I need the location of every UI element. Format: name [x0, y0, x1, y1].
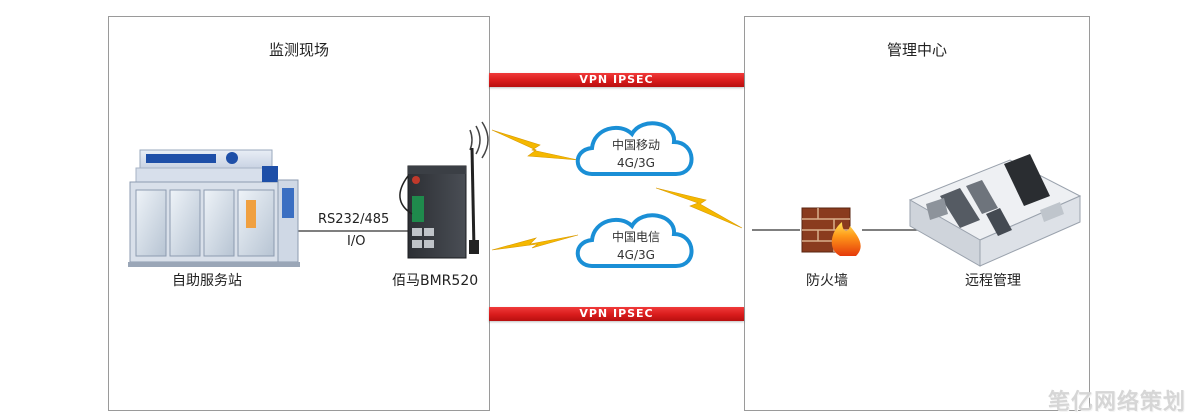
cloud-network-china-telecom: 4G/3G — [617, 248, 655, 262]
serial-link-label: RS232/485 — [318, 212, 390, 227]
remote-management-icon — [908, 154, 1082, 267]
cloud-network-china-mobile: 4G/3G — [617, 156, 655, 170]
cloud-icon-china-telecom — [575, 213, 694, 268]
cloud-carrier-china-mobile: 中国移动 — [611, 138, 660, 152]
cloud-carrier-china-telecom: 中国电信 — [611, 230, 660, 244]
firewall-label: 防火墙 — [806, 273, 848, 289]
vpn-ipsec-bar-top: VPN IPSEC — [489, 73, 744, 87]
cloud-label-china-mobile: 中国移动 4G/3G — [598, 136, 674, 172]
remote-management-label: 远程管理 — [965, 273, 1021, 289]
router-icon — [399, 121, 489, 259]
management-center-title: 管理中心 — [886, 41, 947, 59]
monitoring-site-title: 监测现场 — [268, 41, 329, 59]
kiosk-label: 自助服务站 — [172, 273, 242, 289]
io-link-label: I/O — [347, 234, 366, 249]
watermark: 笔亿网络策划 — [1047, 390, 1186, 415]
cloud-icon-china-mobile — [575, 121, 694, 176]
cloud-label-china-telecom: 中国电信 4G/3G — [598, 228, 674, 264]
wireless-signal-icon — [491, 129, 743, 251]
router-label: 佰马BMR520 — [392, 273, 479, 289]
firewall-icon — [801, 207, 861, 256]
vpn-ipsec-bar-bottom: VPN IPSEC — [489, 307, 744, 321]
kiosk-icon — [128, 149, 300, 267]
